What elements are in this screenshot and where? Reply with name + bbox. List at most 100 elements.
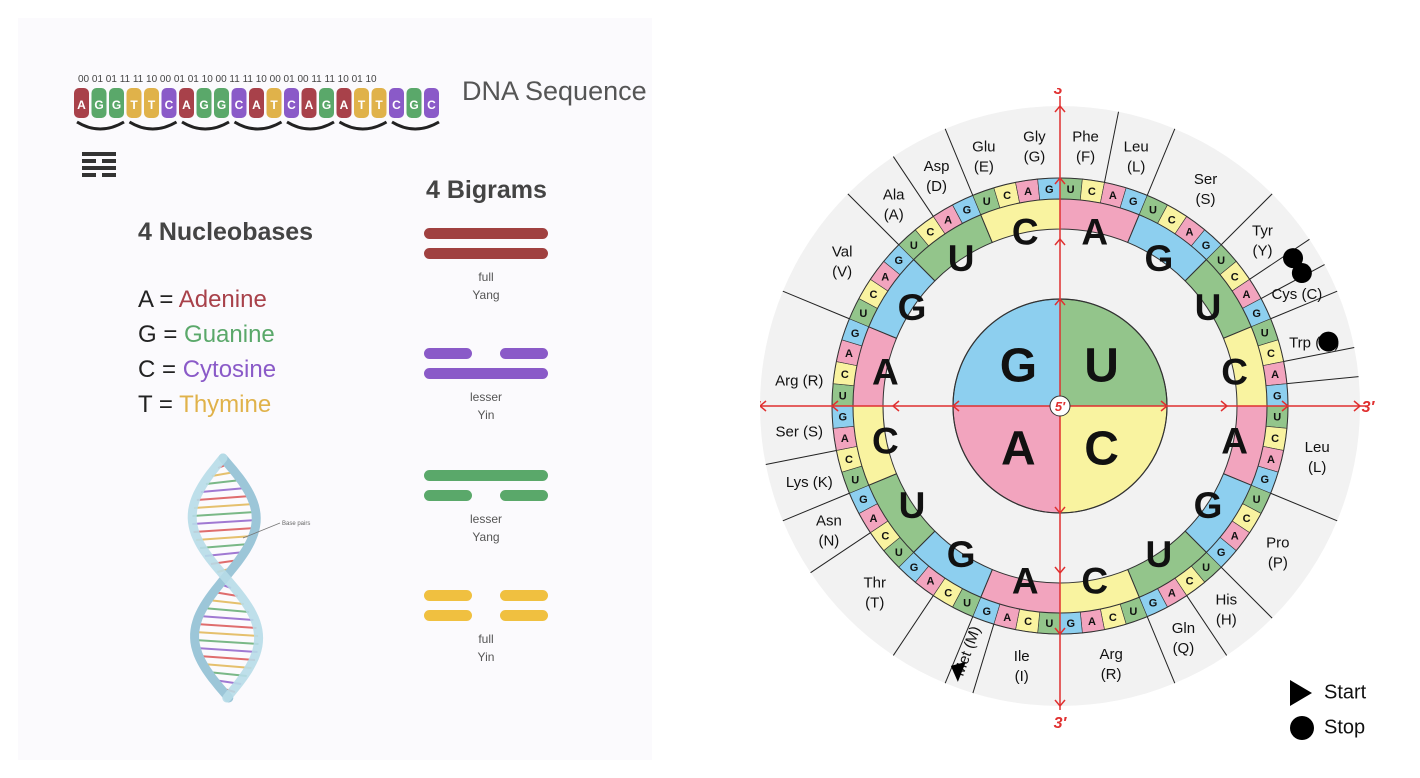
ring2-letter: G [898, 287, 927, 328]
ring3-letter: C [1168, 214, 1176, 226]
helix-rung [202, 607, 250, 613]
amino-boundary [944, 128, 974, 196]
ring3-letter: A [944, 214, 952, 226]
helix-rung [196, 623, 257, 629]
ring2-letter: C [1081, 561, 1108, 602]
amino-acid-name: Leu [1124, 138, 1149, 155]
nucleotide-block [354, 88, 369, 118]
axis-arrowhead [1054, 627, 1066, 636]
axis-arrowhead [1220, 400, 1229, 412]
amino-acid-code: (F) [1076, 148, 1095, 165]
amino-acid-code: (L) [1308, 459, 1326, 476]
amino-acid-label: Cys (C) [1271, 286, 1322, 303]
ring3-letter: A [1003, 612, 1011, 624]
center-label: 5′ [1055, 399, 1066, 414]
nucleotide-10: A [249, 88, 264, 118]
nucleotide-block [424, 88, 439, 118]
amino-boundary [765, 449, 837, 466]
amino-acid-label: Val(V) [832, 243, 853, 280]
ring3-letter: G [1129, 196, 1138, 208]
bigram-caption-line2: Yin [477, 650, 495, 664]
bigram-broken-line [500, 610, 548, 621]
nucleotide-block [74, 88, 89, 118]
amino-acid-name: Leu [1305, 439, 1330, 456]
amino-boundary [1220, 566, 1273, 619]
nucleotide-8: G [214, 88, 229, 118]
stop-codon-marker [1283, 248, 1304, 269]
hexagram-line [82, 159, 96, 163]
ring2-letter: A [1012, 561, 1039, 602]
helix-rung [196, 647, 258, 653]
amino-acid-code: (P) [1268, 555, 1288, 572]
nucleobase-row: G = Guanine [138, 321, 275, 349]
codon-bracket [128, 120, 178, 131]
amino-boundary [782, 492, 850, 522]
nucleotide-letter: G [112, 98, 121, 112]
ring3-letter: A [869, 513, 877, 525]
amino-acid-label: Asn(N) [816, 512, 842, 549]
nucleobase-letter: G = [138, 321, 185, 348]
ring3-letter: A [1271, 369, 1279, 381]
nucleotide-14: G [319, 88, 334, 118]
ring3-letter: A [1088, 616, 1096, 628]
amino-acid-code: (Y) [1252, 243, 1272, 260]
nucleotide-block [336, 88, 352, 118]
ring3-letter: C [1267, 348, 1275, 360]
nucleotide-block [319, 88, 334, 118]
nucleobase-letter: C = [138, 356, 183, 383]
legend-start: Start [1290, 680, 1366, 706]
amino-acid-name: Glu [972, 138, 995, 155]
bigram-caption-line2: Yin [477, 408, 495, 422]
nucleotide-13: A [301, 88, 317, 118]
amino-acid-name: Asp [924, 158, 950, 175]
ring3-letter: G [1261, 474, 1270, 486]
nucleotide-letter: G [409, 98, 418, 112]
nucleotide-block [91, 88, 107, 118]
nucleotide-block [266, 88, 282, 118]
ring3-letter: G [859, 494, 868, 506]
amino-acid-name: Gln [1172, 620, 1195, 637]
amino-acid-label: Phe(F) [1072, 128, 1099, 165]
bigram-caption-line2: Yang [472, 530, 500, 544]
nucleotide-3: T [126, 88, 142, 118]
amino-boundary [847, 193, 900, 246]
nucleotide-letter: G [94, 98, 103, 112]
amino-boundary [810, 532, 871, 574]
nucleotide-letter: C [165, 98, 174, 112]
ring3-letter: G [982, 606, 991, 618]
nucleotide-6: A [179, 88, 194, 118]
nucleotide-0: A [74, 88, 89, 118]
amino-acid-name: Ile [1014, 648, 1030, 665]
ring3-letter: U [839, 390, 847, 402]
amino-acid-label: Gly(G) [1023, 128, 1046, 165]
ring3-letter: A [845, 348, 853, 360]
amino-boundary [1186, 595, 1228, 656]
amino-acid-label: His(H) [1215, 591, 1237, 628]
nucleotide-letter: G [322, 98, 331, 112]
amino-acid-code: (A) [884, 207, 904, 224]
axis-arrowhead [1281, 400, 1290, 412]
nucleotide-letter: A [252, 98, 261, 112]
nucleotide-4: T [144, 88, 159, 118]
axis-label-bottom: 3′ [1054, 715, 1068, 728]
amino-acid-label: Leu(L) [1124, 138, 1149, 175]
axis-arrowhead [891, 400, 900, 412]
nucleotide-18: C [389, 88, 404, 118]
axis-arrowhead [1054, 176, 1066, 185]
helix-rung [194, 631, 259, 637]
amino-boundary [1146, 616, 1176, 684]
ring2-letter: G [1145, 238, 1174, 279]
ring3-letter: G [1217, 547, 1226, 559]
amino-acid-code: (N) [818, 532, 839, 549]
amino-acid-label: Pro(P) [1266, 535, 1289, 572]
nucleotide-letter: T [270, 98, 278, 112]
ring3-letter: A [881, 271, 889, 283]
helix-rung [192, 519, 257, 525]
axis-arrowhead [1353, 400, 1362, 412]
helix-rung [198, 615, 254, 621]
axis-arrowhead [830, 400, 839, 412]
ring2-letter: C [1221, 351, 1248, 392]
dna-info-panel: 00 01 01 11 11 10 00 01 01 10 00 11 11 1… [18, 18, 652, 760]
